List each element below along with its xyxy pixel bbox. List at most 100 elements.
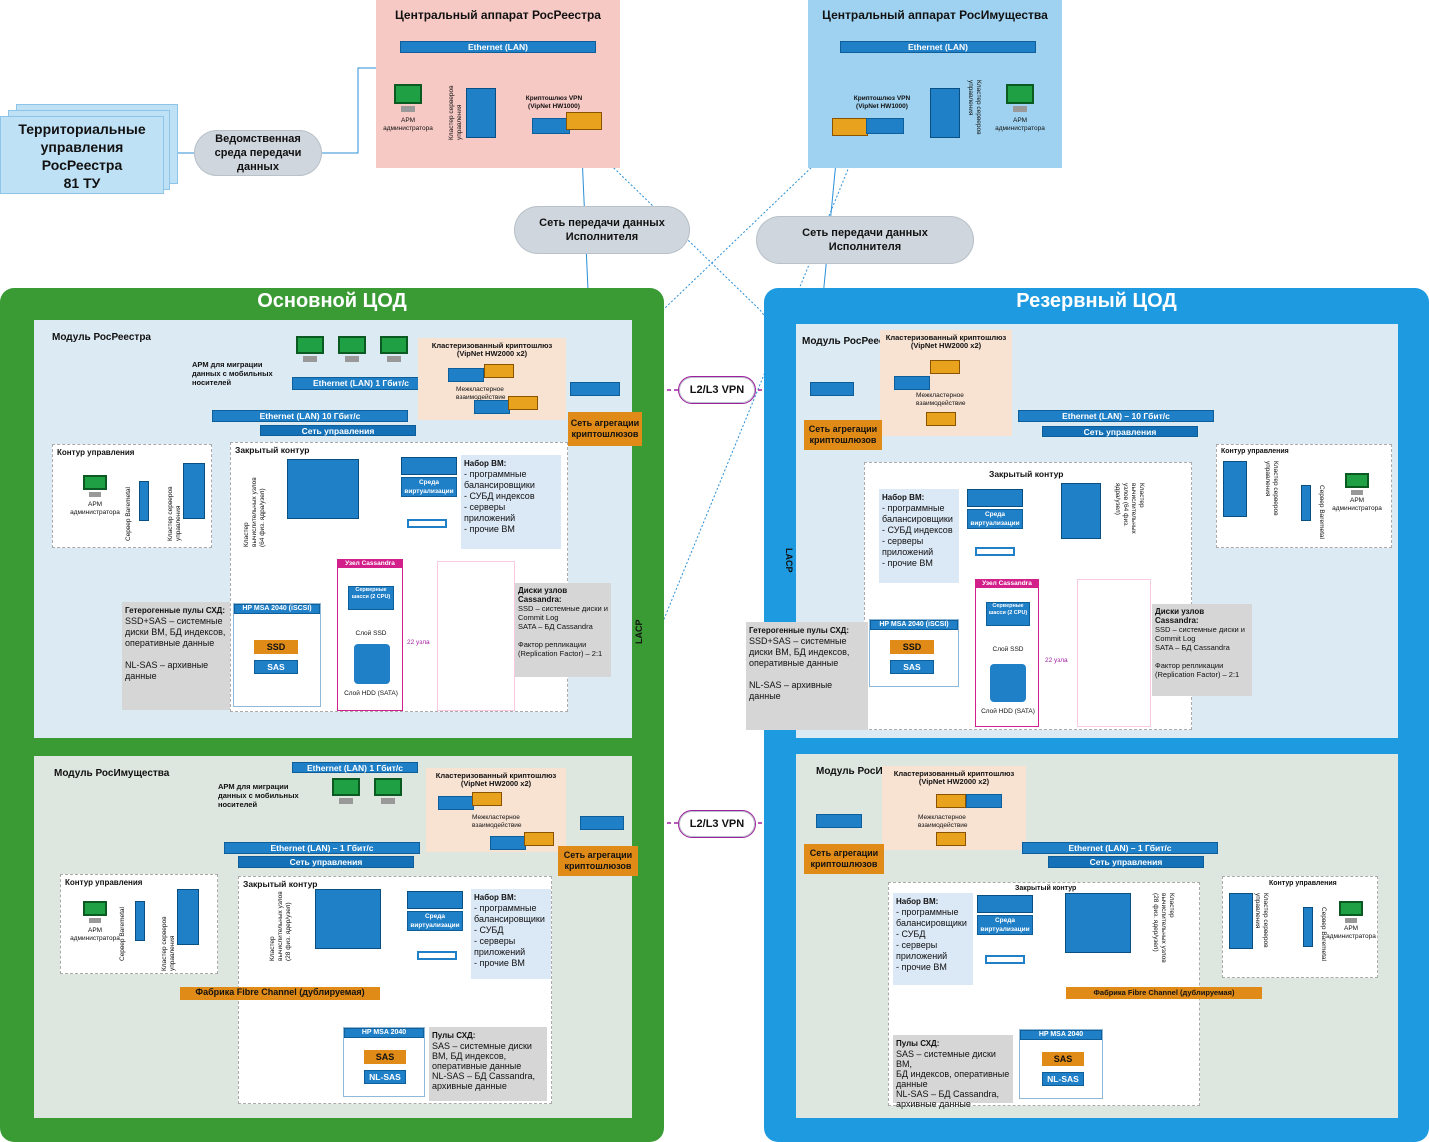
- nlsas-pool: NL-SAS: [364, 1070, 406, 1084]
- contour-mgmt-baremetal: Сервер Baremetal: [125, 487, 132, 541]
- text-line: (Replication Factor) – 2:1: [1155, 670, 1240, 679]
- backup-rosreestr-crypto: Кластеризованный криптошлюз (VipNet HW20…: [885, 333, 1007, 350]
- compute-cluster-icon: [287, 459, 359, 519]
- agg-switch-icon: [816, 814, 862, 828]
- main-rosreestr-contour-mgmt: Контур управления АРМ администратора Сер…: [52, 444, 212, 548]
- contour-mgmt-arm: АРМ администратора: [70, 927, 120, 942]
- rosimush-central-title: Центральный аппарат РосИмущества: [822, 8, 1048, 22]
- vpn-gateway-icon: [474, 400, 510, 414]
- vm-set-title: Набор ВМ:: [882, 493, 925, 502]
- vm-icons: [401, 457, 457, 475]
- text-line: - СУБД: [474, 925, 504, 935]
- closed-contour-title: Закрытый контур: [989, 469, 1064, 479]
- vpn-gateway-icon: [532, 118, 570, 134]
- backup-rosreestr-module: Модуль РосРеестра Кластеризованный крипт…: [796, 324, 1398, 738]
- vpn-gateway-icon: [894, 376, 930, 390]
- text-line: SSD+SAS – системные: [125, 616, 223, 626]
- backup-rosreestr-contour-mgmt: Контур управления Кластер серверов управ…: [1216, 444, 1392, 548]
- msa-label: HP MSA 2040: [1020, 1030, 1102, 1040]
- computer-icon: [1339, 901, 1363, 923]
- cassandra-server: Серверные шасси (2 CPU): [986, 602, 1030, 626]
- backup-pools-box: Гетерогенные пулы СХД: SSD+SAS – системн…: [746, 622, 868, 730]
- contour-mgmt-title: Контур управления: [1269, 880, 1337, 887]
- text-line: данные: [896, 1079, 928, 1089]
- compute-cluster-icon: [315, 889, 381, 949]
- disks-title: Диски узлов Cassandra:: [518, 586, 568, 604]
- territorial-line1: Территориальные: [18, 121, 146, 137]
- compute-cluster-label: Кластер вычислительных узлов (28 физ. яд…: [269, 891, 292, 961]
- contour-mgmt-arm: АРМ администратора: [1332, 497, 1382, 512]
- main-rosreestr-crypto: Кластеризованный криптошлюз (VipNet HW20…: [431, 341, 553, 358]
- firewall-icon: [472, 792, 502, 806]
- backup-rosreestr-agg: Сеть агрегации криптошлюзов: [804, 420, 882, 450]
- rosreestr-central-arm: АРМ администратора: [383, 117, 433, 132]
- text-line: диски ВМ, БД индексов,: [125, 627, 226, 637]
- closed-contour-title: Закрытый контур: [235, 445, 310, 455]
- computer-icon: [394, 84, 422, 112]
- msa-storage: HP MSA 2040 SAS NL-SAS: [1019, 1029, 1103, 1099]
- vm-set-title: Набор ВМ:: [474, 893, 517, 902]
- server-cluster-icon: [177, 889, 199, 945]
- text-line: (Replication Factor) – 2:1: [518, 649, 603, 658]
- ssd-pool: SSD: [254, 640, 298, 654]
- rosreestr-central-lan: Ethernet (LAN): [400, 41, 596, 53]
- text-line: NL-SAS – архивные данные: [749, 680, 833, 701]
- pools-box: Пулы СХД: SAS – системные диски ВМ,БД ин…: [893, 1035, 1013, 1109]
- computer-icon: [380, 336, 408, 362]
- contour-mgmt-cluster: Кластер серверов управления: [167, 486, 182, 541]
- provider-network-cloud-1: Сеть передачи данных Исполнителя: [514, 206, 690, 254]
- vpn-gateway-icon: [490, 836, 526, 850]
- text-line: - серверы: [474, 936, 516, 946]
- agg-switch-icon: [570, 382, 620, 396]
- text-line: - прочие ВМ: [882, 558, 933, 568]
- main-rosreestr-title: Модуль РосРеестра: [52, 332, 151, 343]
- contour-mgmt-title: Контур управления: [1221, 448, 1289, 455]
- contour-mgmt-baremetal: Сервер Baremetal: [1320, 907, 1327, 961]
- msa-label: HP MSA 2040: [344, 1028, 424, 1038]
- text-line: SAS – системные диски: [432, 1041, 532, 1051]
- contour-mgmt-title: Контур управления: [65, 878, 143, 887]
- backup-rosreestr-mgmt: Сеть управления: [1042, 426, 1198, 437]
- sas-pool: SAS: [254, 660, 298, 674]
- main-rosreestr-arm-migration: АРМ для миграции данных с мобильных носи…: [192, 360, 273, 387]
- computer-icon: [296, 336, 324, 362]
- text-line: - прочие ВМ: [474, 958, 525, 968]
- vpn-gateway-icon: [866, 118, 904, 134]
- disks-title: Диски узлов Cassandra:: [1155, 607, 1205, 625]
- main-rosimush-title: Модуль РосИмущества: [54, 768, 170, 779]
- main-rosreestr-lan-1g: Ethernet (LAN) 1 Гбит/с: [292, 377, 430, 390]
- text-line: архивные данные: [432, 1081, 507, 1091]
- text-line: [749, 669, 865, 680]
- text-line: оперативные данные: [749, 658, 839, 668]
- text-line: - программные: [464, 469, 527, 479]
- main-rosimush-module: Модуль РосИмущества Ethernet (LAN) 1 Гби…: [34, 756, 638, 1118]
- cassandra-node-2: [437, 561, 515, 711]
- text-line: балансировщики: [464, 480, 535, 490]
- main-rosimush-lan: Ethernet (LAN) – 1 Гбит/с: [224, 842, 420, 854]
- contour-mgmt-arm: АРМ администратора: [1326, 925, 1376, 940]
- appliance-icon: [407, 519, 447, 528]
- msa-label: HP MSA 2040 (iSCSI): [870, 620, 958, 630]
- appliance-icon: [975, 547, 1015, 556]
- computer-icon: [83, 901, 107, 923]
- contour-mgmt-cluster: Кластер серверов управления: [1254, 893, 1269, 948]
- msa-storage: HP MSA 2040 (iSCSI) SSD SAS: [869, 619, 959, 687]
- msa-label: HP MSA 2040 (iSCSI): [234, 604, 320, 614]
- firewall-icon: [524, 832, 554, 846]
- text-line: SSD – системные диски и: [1155, 625, 1245, 634]
- main-rosimush-contour-mgmt: Контур управления АРМ администратора Сер…: [60, 874, 218, 974]
- firewall-icon: [936, 794, 966, 808]
- ssd-layer: Слой SSD: [355, 630, 387, 637]
- contour-mgmt-arm: АРМ администратора: [70, 501, 120, 516]
- text-line: NL-SAS – архивные: [125, 660, 209, 670]
- backup-rosimush-fc: Фабрика Fibre Channel (дублируемая): [1066, 987, 1262, 999]
